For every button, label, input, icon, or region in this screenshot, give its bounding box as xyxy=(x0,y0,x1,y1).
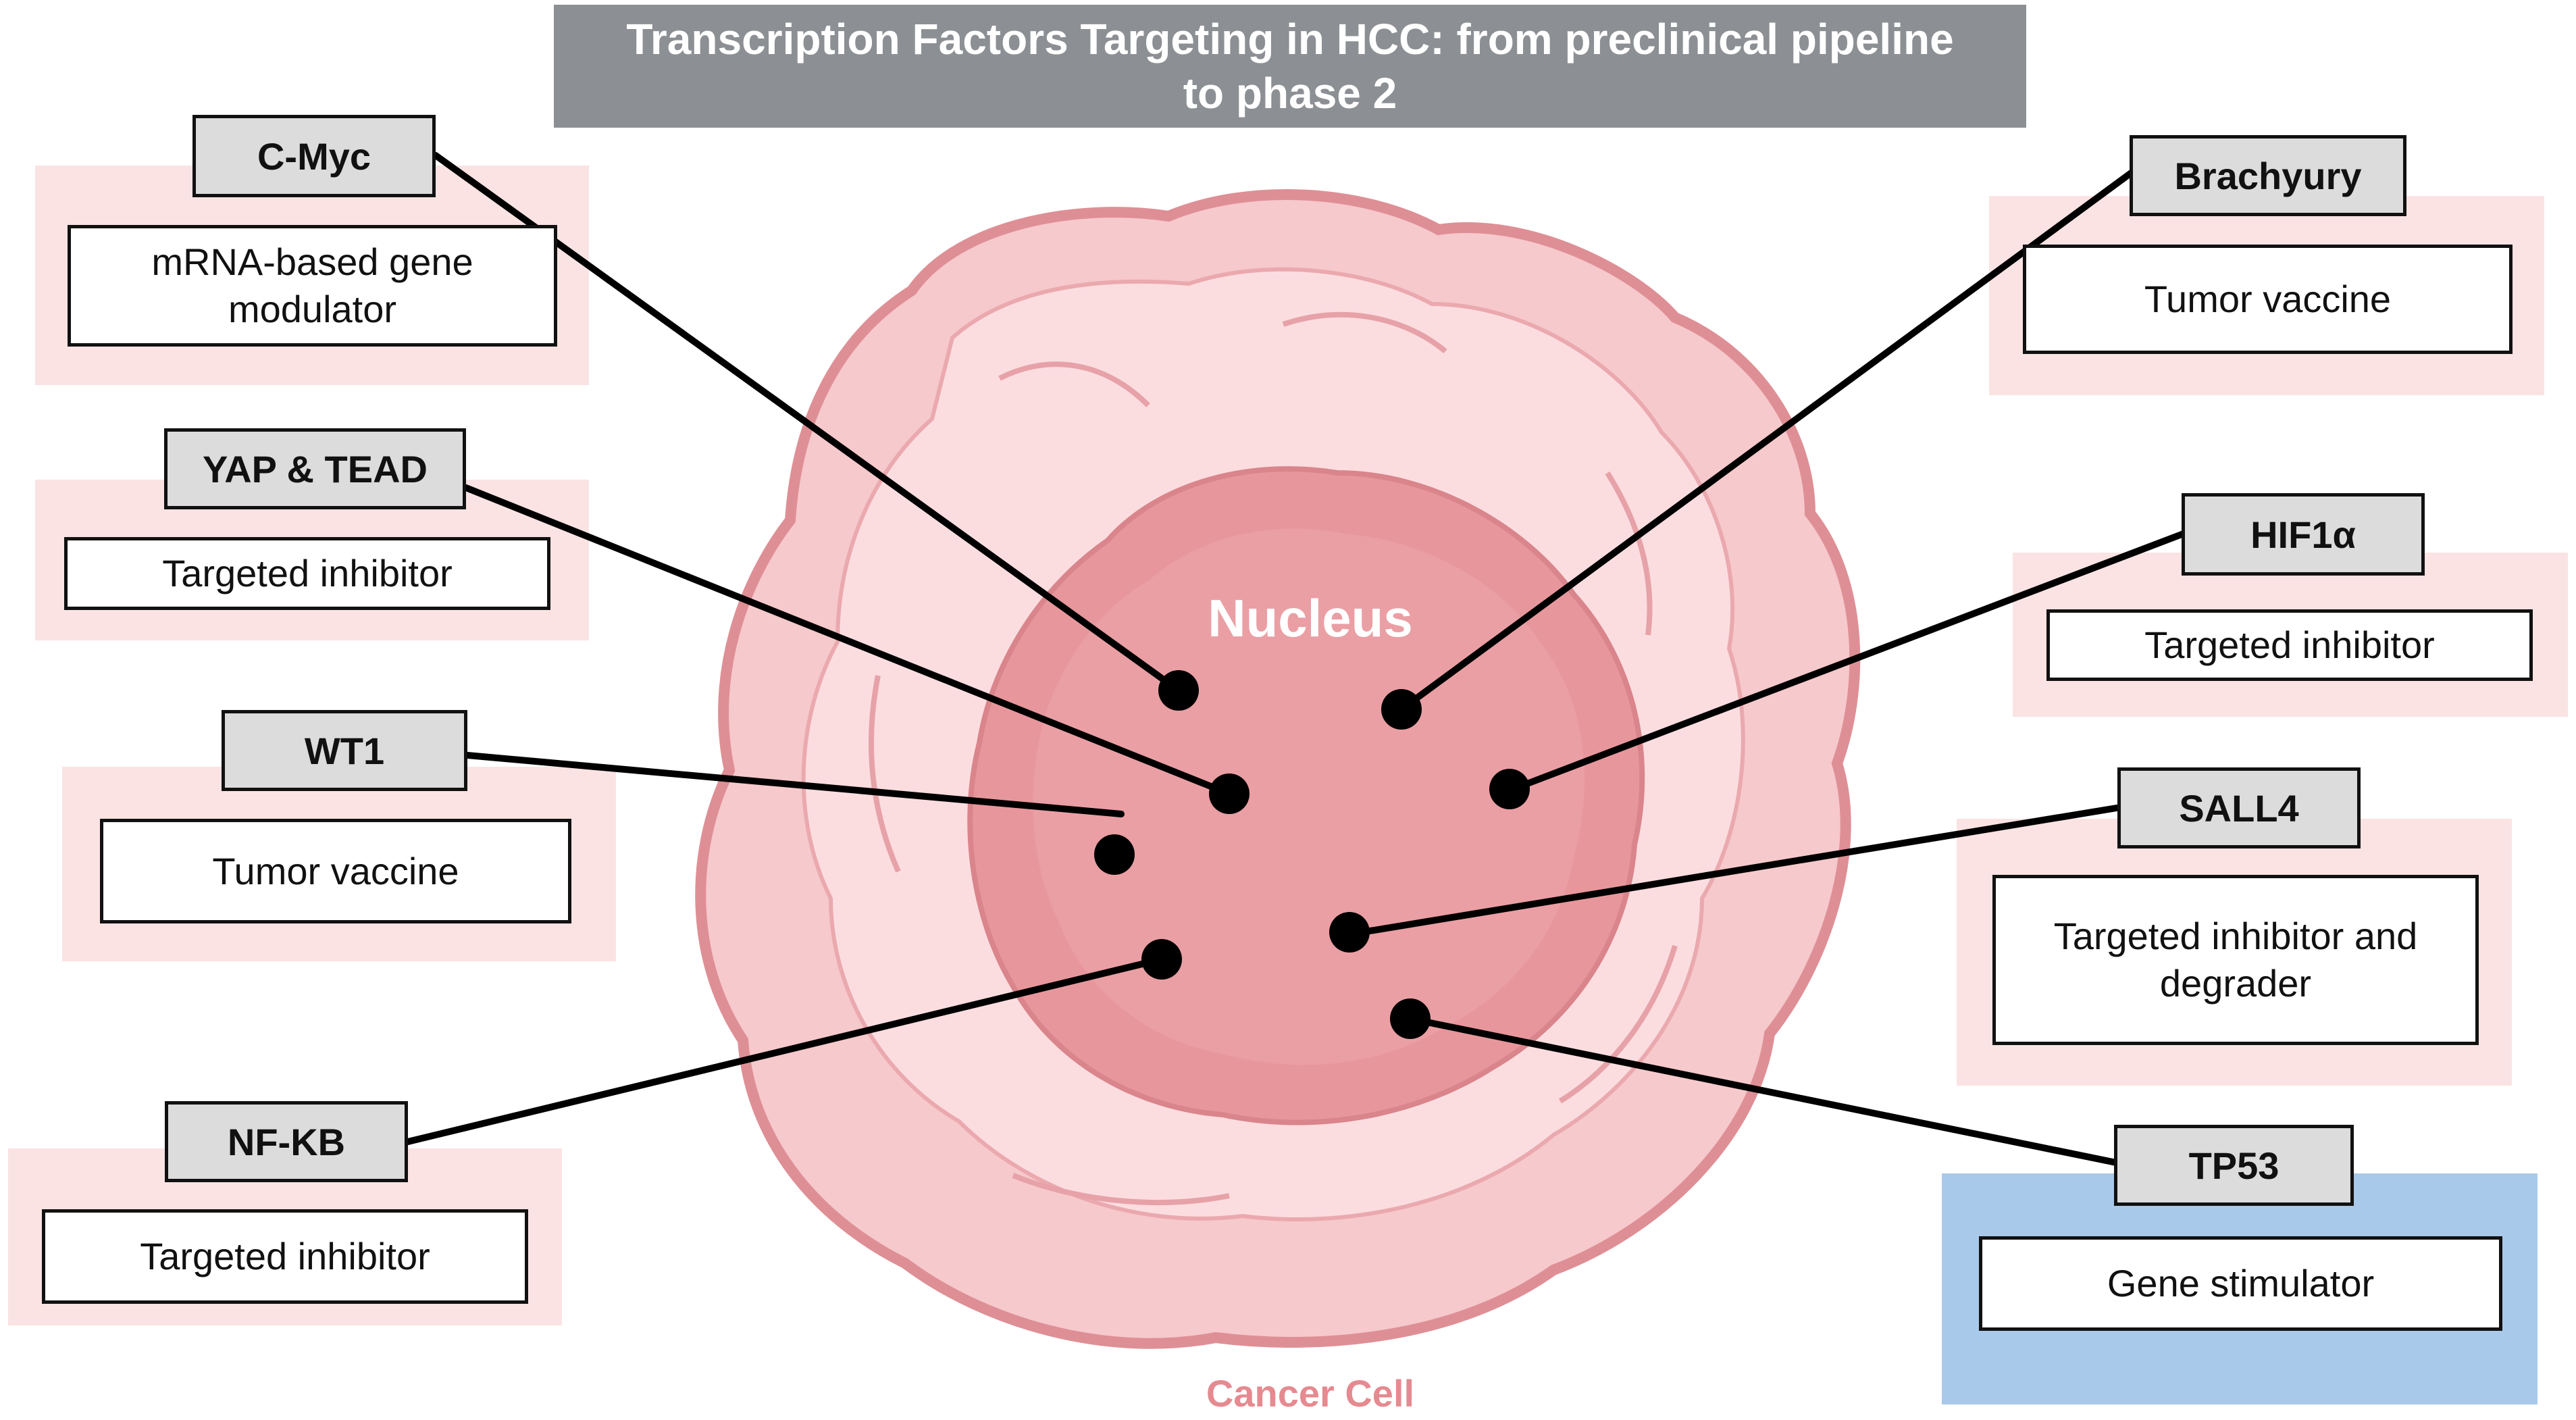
cmyc-connector xyxy=(432,152,1182,694)
cmyc-description: mRNA-based gene modulator xyxy=(68,225,557,347)
wt1-description: Tumor vaccine xyxy=(100,819,571,923)
cell-fold-2 xyxy=(1282,311,1447,354)
cell-fold-1 xyxy=(998,361,1150,407)
sall4-dot xyxy=(1329,912,1370,953)
nucleus xyxy=(967,466,1645,1125)
nfkb-description: Targeted inhibitor xyxy=(42,1209,528,1304)
title-line-2: to phase 2 xyxy=(1183,69,1397,118)
nfkb-label: NF-KB xyxy=(165,1101,408,1182)
sall4-label: SALL4 xyxy=(2117,767,2361,848)
sall4-connector xyxy=(1346,805,2120,938)
wt1-dot xyxy=(1094,834,1135,875)
yap-tead-dot xyxy=(1209,774,1250,814)
tp53-description: Gene stimulator xyxy=(1979,1236,2502,1331)
hif1a-description: Targeted inhibitor xyxy=(2046,609,2533,681)
tp53-description-line-1: Gene stimulator xyxy=(2107,1262,2375,1304)
wt1-connector xyxy=(464,752,1125,817)
cell-fold-5 xyxy=(1012,1173,1230,1205)
sall4-description: Targeted inhibitor and degrader xyxy=(1992,875,2479,1045)
cmyc-description-line-1: mRNA-based gene xyxy=(151,240,473,283)
cancer-cell-label: Cancer Cell xyxy=(1206,1372,1415,1415)
brachyury-label: Brachyury xyxy=(2130,135,2406,216)
yap-tead-description-line-1: Targeted inhibitor xyxy=(162,552,453,594)
tp53-dot xyxy=(1390,998,1431,1039)
hif1a-description-line-1: Targeted inhibitor xyxy=(2144,624,2435,666)
brachyury-description: Tumor vaccine xyxy=(2023,245,2513,354)
cmyc-description-line-2: modulator xyxy=(228,288,397,330)
connector-lines xyxy=(405,152,2190,1167)
cmyc-dot xyxy=(1158,670,1199,711)
yap-tead-label: YAP & TEAD xyxy=(164,428,466,509)
nfkb-dot xyxy=(1141,939,1182,980)
sall4-description-line-1: Targeted inhibitor and xyxy=(2053,915,2418,957)
binding-sites xyxy=(1094,670,1530,1039)
diagram-title: Transcription Factors Targeting in HCC: … xyxy=(554,5,2026,128)
hif1a-label: HIF1α xyxy=(2182,493,2425,576)
nucleus-inner xyxy=(1033,528,1585,1065)
cell-fold-4 xyxy=(869,675,901,873)
brachyury-description-line-1: Tumor vaccine xyxy=(2144,278,2392,320)
cmyc-label: C-Myc xyxy=(192,115,436,197)
brachyury-connector xyxy=(1398,168,2136,713)
tp53-connector xyxy=(1407,1015,2123,1167)
cell-fold-3 xyxy=(1605,471,1653,636)
nfkb-description-line-1: Targeted inhibitor xyxy=(140,1235,430,1277)
nucleus-label: Nucleus xyxy=(1208,588,1413,648)
brachyury-dot xyxy=(1381,689,1422,730)
nfkb-connector xyxy=(405,956,1165,1145)
cell-fold-6 xyxy=(1558,944,1678,1104)
hif1a-connector xyxy=(1506,529,2190,794)
sall4-description-line-2: degrader xyxy=(2159,962,2312,1005)
yap-tead-connector xyxy=(463,484,1233,797)
title-line-1: Transcription Factors Targeting in HCC: … xyxy=(626,15,1954,64)
hif1a-dot xyxy=(1489,769,1530,809)
yap-tead-description: Targeted inhibitor xyxy=(64,537,550,610)
tp53-label: TP53 xyxy=(2114,1125,2354,1206)
wt1-description-line-1: Tumor vaccine xyxy=(212,849,459,892)
wt1-label: WT1 xyxy=(222,710,467,791)
